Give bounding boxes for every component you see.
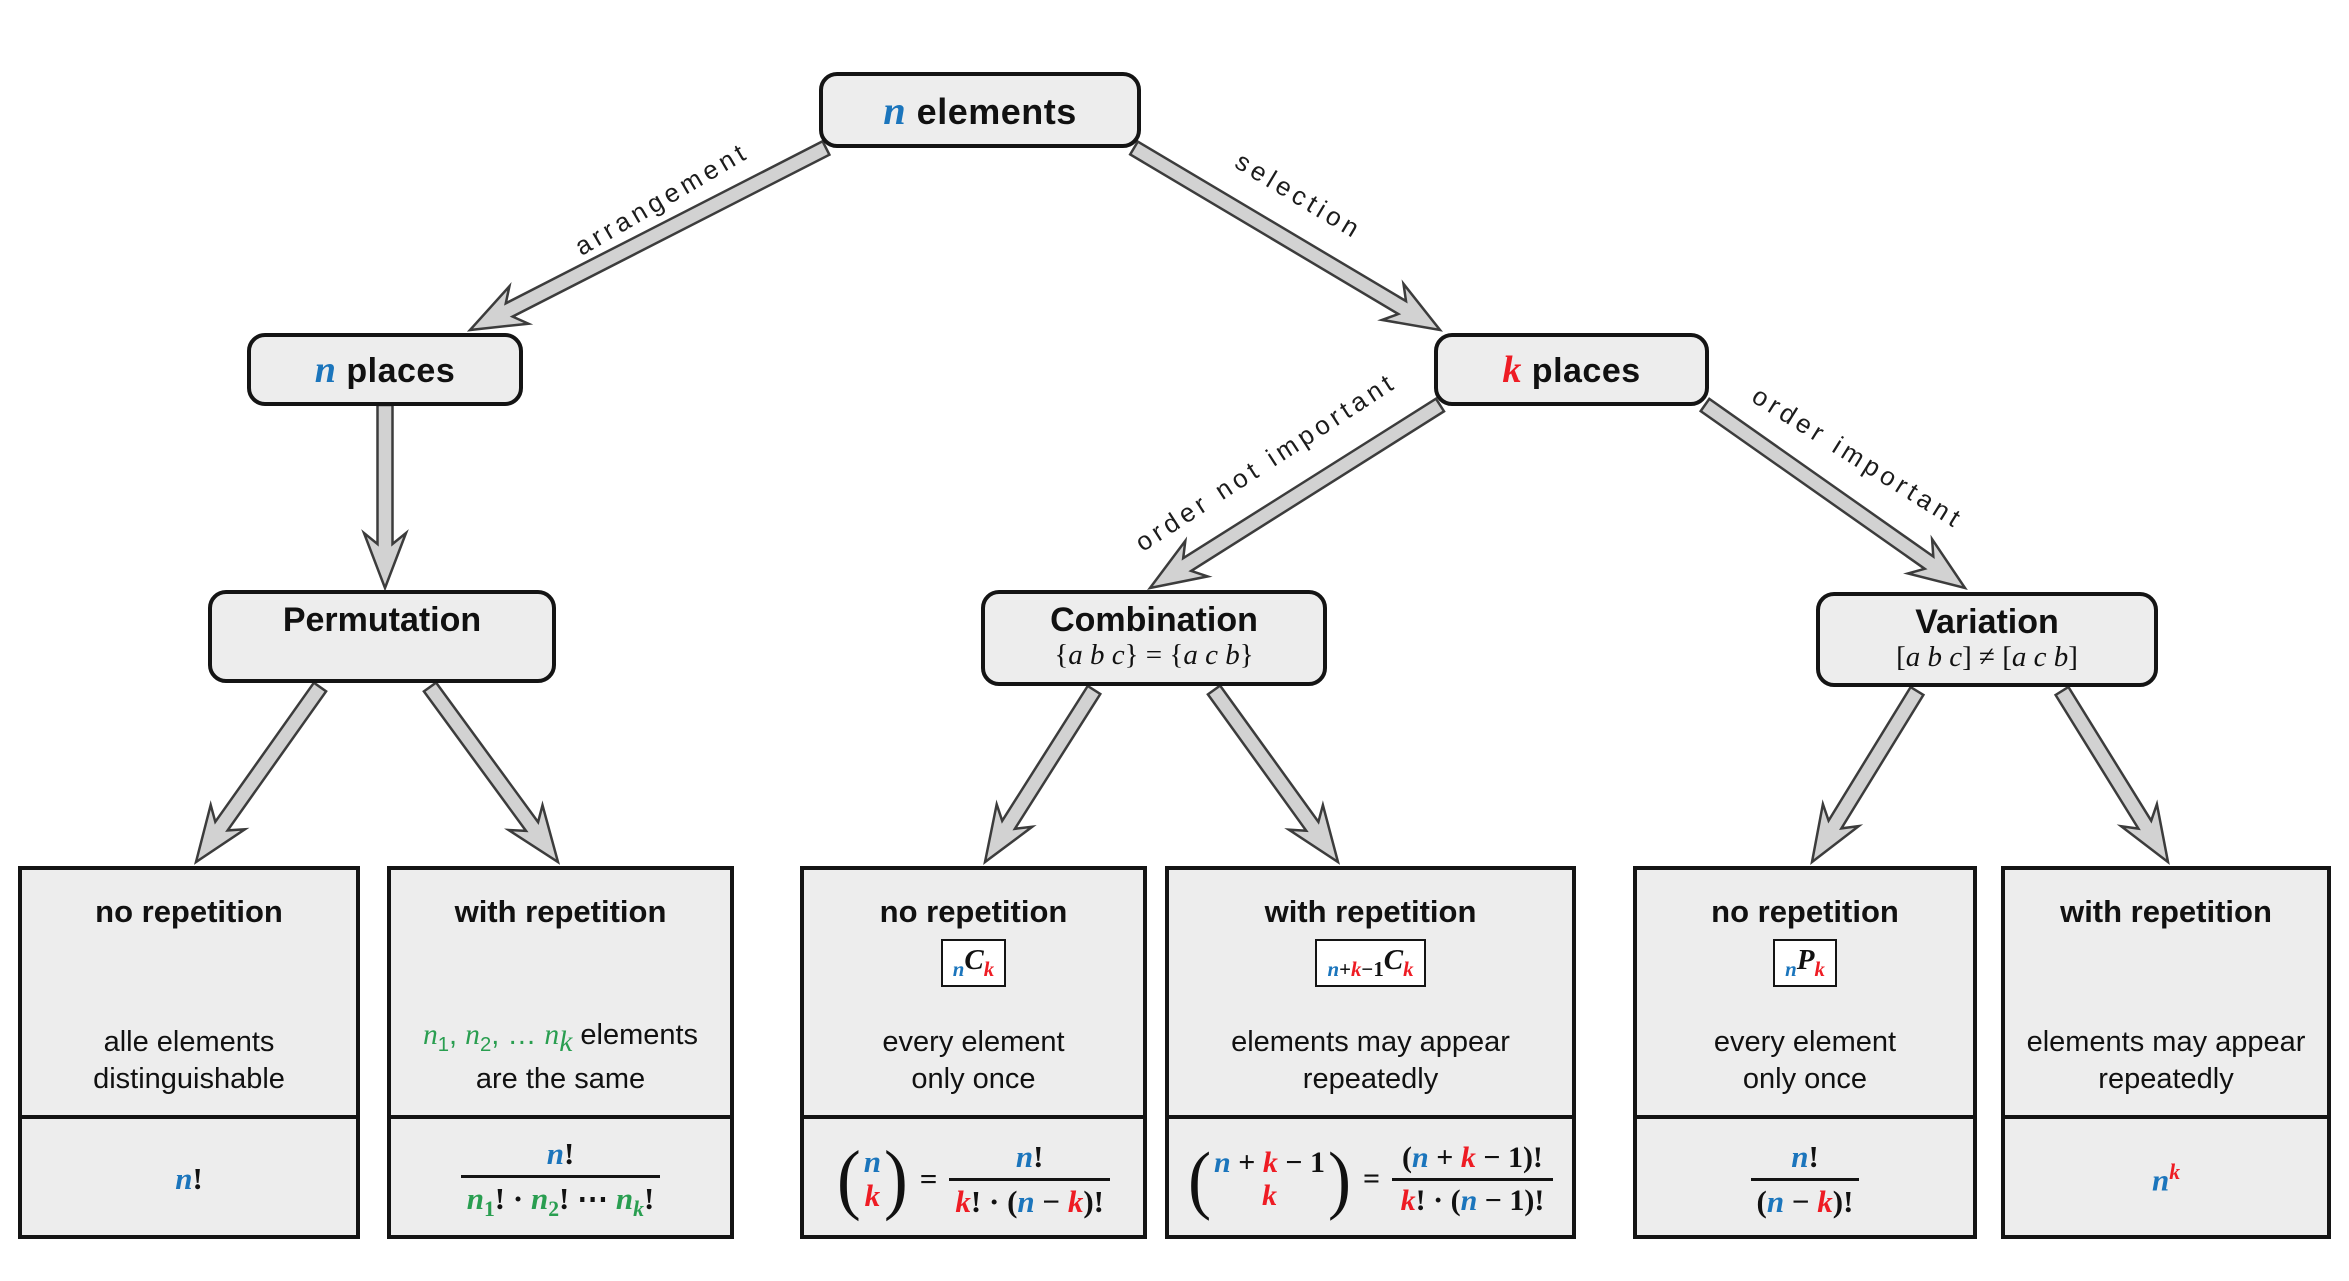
- leaf-formula-section: ( n + k − 1 k ) = (n + k − 1)! k! · (n −…: [1169, 1119, 1572, 1239]
- leaf-variation-no-repetition: no repetition nPk every element only onc…: [1633, 866, 1977, 1239]
- leaf-description-section: no repetition nCk every element only onc…: [804, 870, 1143, 1119]
- leaf-permutation-with-repetition: with repetition n1, n2, … nk elements ar…: [387, 866, 734, 1239]
- node-n-places-label: n places: [314, 348, 456, 391]
- fraction-bar: [460, 1174, 661, 1178]
- leaf-formula-section: n!: [22, 1119, 356, 1239]
- node-permutation: Permutation: [208, 590, 556, 683]
- leaf-permutation-no-repetition: no repetition alle elements distinguisha…: [18, 866, 360, 1239]
- leaf-formula-section: n! (n − k)!: [1637, 1119, 1973, 1239]
- formula-variation: n! (n − k)!: [1750, 1139, 1860, 1220]
- leaf-description: every element only once: [882, 1026, 1065, 1096]
- fraction-bar: [949, 1177, 1110, 1181]
- node-k-places: k places: [1434, 333, 1709, 406]
- node-n-elements: n elements: [819, 72, 1141, 148]
- node-n-elements-label: n elements: [883, 87, 1077, 133]
- leaf-description: elements may appear repeatedly: [1231, 1026, 1510, 1096]
- leaf-description-section: with repetition n1, n2, … nk elements ar…: [391, 870, 730, 1119]
- leaf-formula-section: ( n k ) = n! k! · (n − k)!: [804, 1119, 1143, 1239]
- node-permutation-title: Permutation: [282, 601, 482, 639]
- tree-edge-arrow: [1698, 397, 1968, 591]
- leaf-variation-with-repetition: with repetition elements may appear repe…: [2001, 866, 2331, 1239]
- leaf-title: no repetition: [879, 894, 1068, 929]
- tree-edge-arrow: [2053, 685, 2170, 865]
- node-n-places: n places: [247, 333, 523, 406]
- formula-combination-repetition: (n + k − 1)! k! · (n − 1)!: [1392, 1141, 1553, 1218]
- leaf-description-section: no repetition nPk every element only onc…: [1637, 870, 1973, 1119]
- fraction-bar: [1392, 1177, 1553, 1181]
- node-k-places-label: k places: [1502, 348, 1641, 391]
- symbol-badge-n-plus-k-minus-1-Ck: n+k−1Ck: [1315, 939, 1426, 987]
- binomial-coefficient: ( n k ): [837, 1134, 908, 1222]
- symbol-badge-nPk: nPk: [1773, 939, 1837, 987]
- node-combination-title: Combination: [1050, 601, 1258, 639]
- node-combination-example: {a b c} = {a c b}: [1054, 639, 1254, 671]
- tree-edge-arrow: [422, 680, 561, 865]
- leaf-title: with repetition: [1264, 894, 1477, 929]
- leaf-description: n1, n2, … nk elements are the same: [422, 1018, 699, 1096]
- leaf-formula-section: n! n1! · n2! ⋯ nk!: [391, 1119, 730, 1239]
- leaf-description: alle elements distinguishable: [93, 1026, 285, 1096]
- leaf-title: no repetition: [95, 894, 283, 929]
- leaf-description: every element only once: [1713, 1026, 1897, 1096]
- leaf-combination-no-repetition: no repetition nCk every element only onc…: [800, 866, 1147, 1239]
- tree-edge-arrow: [1147, 396, 1446, 590]
- tree-edge-arrow: [466, 139, 832, 332]
- leaf-description-section: no repetition alle elements distinguisha…: [22, 870, 356, 1119]
- leaf-title: with repetition: [2060, 894, 2272, 929]
- leaf-description-section: with repetition elements may appear repe…: [2005, 870, 2327, 1119]
- tree-edge-arrow: [1128, 139, 1444, 332]
- leaf-description-section: with repetition n+k−1Ck elements may app…: [1169, 870, 1572, 1119]
- node-variation-example: [a b c] ≠ [a c b]: [1896, 641, 2078, 673]
- tree-edge-arrow: [983, 684, 1103, 865]
- binomial-coefficient: ( n + k − 1 k ): [1188, 1136, 1351, 1221]
- node-variation-title: Variation: [1915, 603, 2059, 641]
- formula-n-power-k: nk: [2151, 1159, 2181, 1198]
- tree-edge-arrow: [361, 403, 409, 592]
- formula-n-factorial: n!: [175, 1161, 203, 1196]
- formula-combination: n! k! · (n − k)!: [949, 1139, 1110, 1220]
- tree-edge-arrow: [1206, 683, 1341, 865]
- formula-multiset-permutation: n! n1! · n2! ⋯ nk!: [460, 1136, 661, 1222]
- leaf-title: with repetition: [454, 894, 667, 929]
- leaf-formula-section: nk: [2005, 1119, 2327, 1239]
- leaf-combination-with-repetition: with repetition n+k−1Ck elements may app…: [1165, 866, 1576, 1239]
- leaf-title: no repetition: [1711, 894, 1899, 929]
- symbol-badge-nCk: nCk: [940, 939, 1007, 987]
- fraction-bar: [1750, 1177, 1860, 1181]
- node-variation: Variation [a b c] ≠ [a c b]: [1816, 592, 2158, 687]
- node-combination: Combination {a b c} = {a c b}: [981, 590, 1327, 686]
- tree-edge-arrow: [193, 680, 328, 865]
- tree-edge-arrow: [1810, 685, 1926, 865]
- leaf-description: elements may appear repeatedly: [2026, 1026, 2306, 1096]
